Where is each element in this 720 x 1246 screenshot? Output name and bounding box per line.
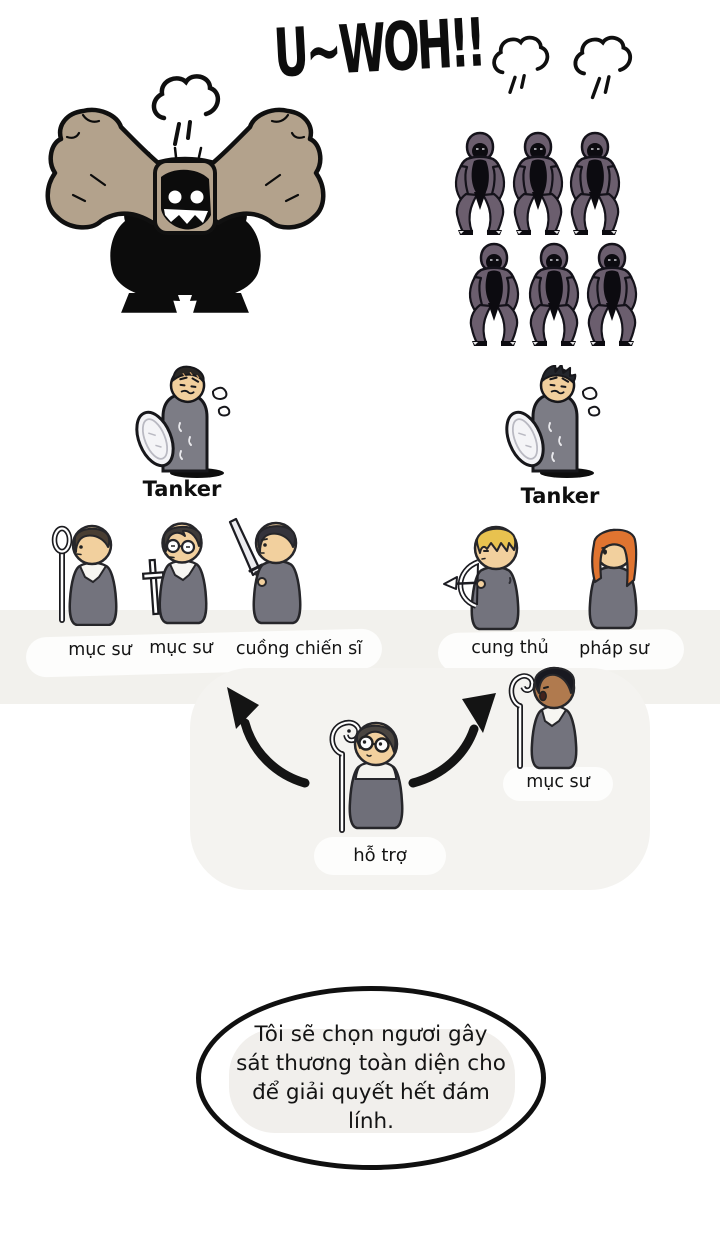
support-label: hỗ trợ <box>353 845 407 866</box>
speech-line: lính. <box>347 1109 395 1134</box>
side-priest-label: mục sư <box>526 772 590 792</box>
bubble-wash <box>229 1029 515 1133</box>
mage-orange-hair-icon <box>588 528 638 630</box>
speech-line: Tôi sẽ chọn ngươi gây <box>254 1022 488 1047</box>
steam-puff-icon <box>492 35 550 95</box>
priest-crosier-dark-icon <box>508 666 578 770</box>
ranged-label-mage: pháp sư <box>579 639 649 659</box>
melee-label-berserker: cuồng chiến sĩ <box>235 639 363 659</box>
ranged-label-archer: cung thủ <box>471 638 549 658</box>
tanker-left-label: Tanker <box>142 477 222 501</box>
golem-monster-illustration <box>45 107 326 316</box>
dark-soldier-icon <box>466 241 522 347</box>
melee-label-priest1: mục sư <box>68 640 132 660</box>
sfx-title-text: U~WOH!! <box>272 5 485 94</box>
tanker-right-label: Tanker <box>520 484 600 508</box>
melee-label-priest2: mục sư <box>149 638 213 658</box>
label-band <box>314 837 446 875</box>
dark-soldier-icon <box>452 130 508 236</box>
dark-soldier-icon <box>526 241 582 347</box>
tanker-right-illustration <box>505 365 601 478</box>
support-priest-staff-icon <box>329 719 404 833</box>
priest-cross-icon <box>141 522 208 625</box>
sfx-title: U~WOH!! <box>272 5 492 116</box>
dark-soldier-icon <box>510 130 566 236</box>
priest-crosier-icon <box>51 524 118 626</box>
berserker-sword-icon <box>228 517 302 625</box>
steam-puff-icon <box>151 74 220 146</box>
speech-line: sát thương toàn diện cho <box>236 1051 506 1076</box>
tanker-left-illustration <box>135 365 231 478</box>
speech-line: để giải quyết hết đám <box>252 1080 490 1105</box>
label-band <box>503 767 613 801</box>
speech-bubble: Tôi sẽ chọn ngươi gây sát thương toàn di… <box>196 986 546 1170</box>
archer-bow-icon <box>443 525 520 631</box>
dark-soldier-icon <box>584 241 640 347</box>
choice-arrows <box>227 687 496 788</box>
dark-soldier-icon <box>567 130 623 236</box>
steam-puff-icon <box>573 35 632 100</box>
